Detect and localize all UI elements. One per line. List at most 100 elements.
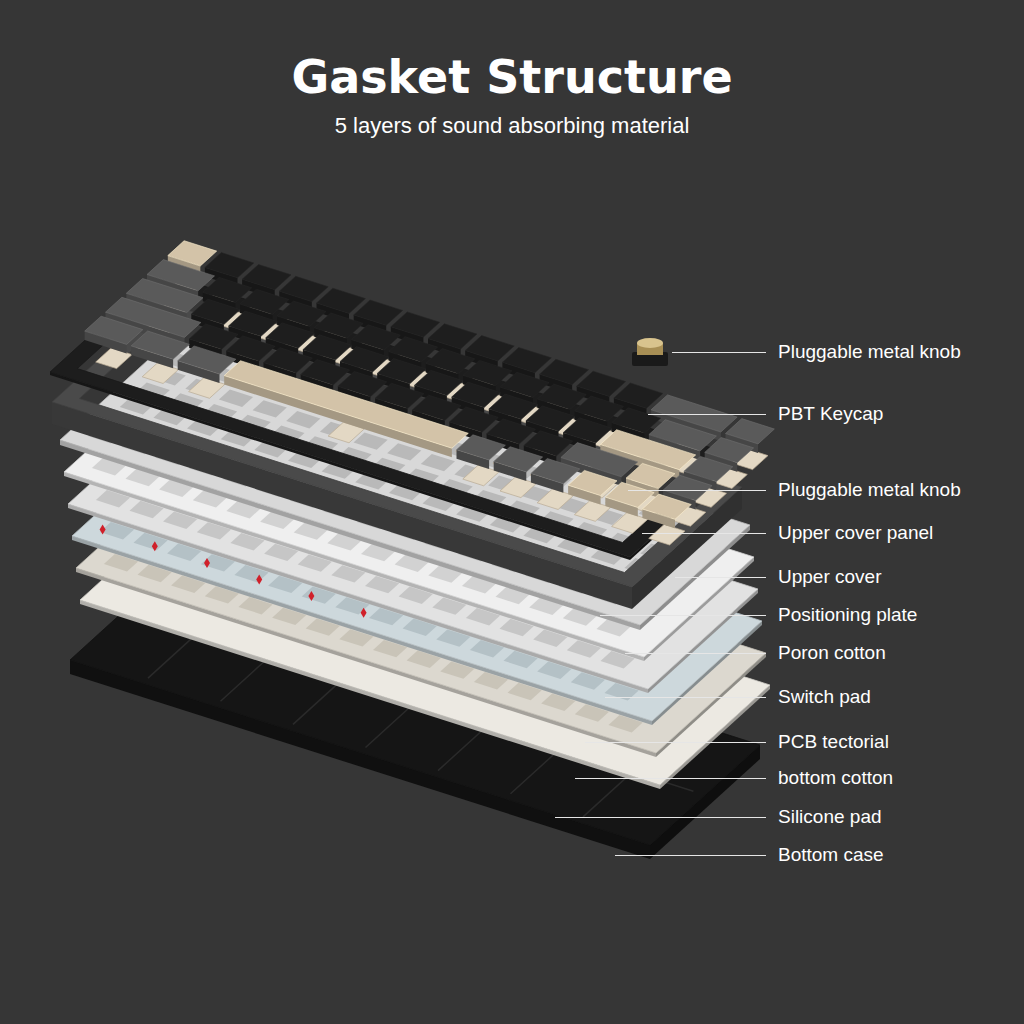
part-label: Upper cover (778, 565, 882, 589)
keycap-top (705, 438, 754, 463)
keycap-top (537, 384, 586, 409)
leader-line (648, 414, 766, 415)
switch (537, 489, 573, 510)
leader-line (605, 697, 766, 698)
title: Gasket Structure (0, 50, 1024, 104)
part-label: Poron cotton (778, 641, 886, 665)
keycap-top (452, 382, 501, 407)
keycap-top (205, 253, 254, 278)
keycap-top (191, 299, 240, 324)
keycap-top (642, 494, 691, 519)
keycap-top (224, 361, 468, 449)
keycap-top (266, 323, 315, 348)
keycap-top (226, 336, 275, 361)
keycap-top (277, 301, 326, 326)
keycap-top (391, 312, 440, 337)
pcb-component (308, 591, 314, 601)
keycap-top (375, 383, 424, 408)
keycap-top (377, 359, 426, 384)
keycap-top (526, 406, 575, 431)
switch (612, 513, 648, 534)
keycap-top (264, 348, 313, 373)
keycap-top (242, 265, 291, 290)
keycap-top (414, 370, 463, 395)
keycap-top (426, 349, 475, 374)
leader-line (575, 778, 766, 779)
leader-line (672, 352, 766, 353)
keycap-top (314, 313, 363, 338)
switch (574, 501, 610, 522)
part-label: Positioning plate (778, 603, 917, 627)
keycap-top (465, 336, 514, 361)
switch (500, 477, 536, 498)
keycap-top (568, 470, 617, 495)
leader-line (615, 855, 766, 856)
layer-top-face (50, 272, 740, 557)
knob-top (637, 338, 663, 348)
layer-stack (50, 272, 770, 859)
upper-cover-panel (50, 272, 740, 560)
subtitle: 5 layers of sound absorbing material (0, 113, 1024, 139)
keycap-top (449, 407, 498, 432)
plate-hole (387, 443, 421, 460)
keycap-top (726, 419, 775, 444)
keycap-top (487, 419, 536, 444)
part-label: Pluggable metal knob (778, 478, 961, 502)
keycap-side (224, 376, 452, 458)
metal-knob (632, 338, 668, 366)
keycap-top (412, 395, 461, 420)
pcb-component (100, 525, 106, 535)
keycap-top (663, 475, 712, 500)
keycap-top (612, 408, 661, 433)
leader-line (625, 653, 766, 654)
keycap-top (500, 372, 549, 397)
keycap-top (168, 241, 217, 266)
keycap-top (354, 300, 403, 325)
leader-line (600, 615, 766, 616)
keycap-top (577, 371, 626, 396)
keycap-top (85, 316, 143, 344)
keycap-top (279, 276, 328, 301)
leader-line (642, 533, 766, 534)
part-label: PBT Keycap (778, 402, 883, 426)
keycap-top (489, 394, 538, 419)
keycap-top (317, 288, 366, 313)
part-label: PCB tectorial (778, 730, 889, 754)
pcb-component (204, 558, 210, 568)
pcb-component (361, 608, 367, 618)
keycap-top (189, 324, 238, 349)
keycap-top (229, 311, 278, 336)
keycap-top (524, 431, 573, 456)
keycap-top (684, 456, 733, 481)
keycap-top (303, 335, 352, 360)
leader-line (555, 817, 766, 818)
keycap-top (428, 324, 477, 349)
keycap-top (614, 383, 663, 408)
layer-side-edge (632, 487, 742, 609)
leader-lines (555, 353, 766, 856)
keycap-top (463, 360, 512, 385)
part-label: bottom cotton (778, 766, 893, 790)
upper-cover (52, 302, 742, 609)
keycap-top (605, 482, 654, 507)
part-label: Bottom case (778, 843, 884, 867)
keycap-top (531, 459, 580, 484)
switch (463, 465, 499, 486)
keycap-top (240, 289, 289, 314)
part-label: Silicone pad (778, 805, 882, 829)
keycap-top (626, 463, 675, 488)
keycap-top (131, 331, 189, 359)
keycap-top (494, 447, 543, 472)
keycap (224, 361, 468, 458)
keycap-top (178, 346, 236, 374)
keycap-top (352, 325, 401, 350)
keycap-top (389, 337, 438, 362)
part-label: Switch pad (778, 685, 871, 709)
keycap-top (563, 418, 612, 443)
keycap-top (575, 396, 624, 421)
layer-front-edge (52, 402, 632, 609)
pcb-component (152, 541, 158, 551)
keycap-top (540, 359, 589, 384)
